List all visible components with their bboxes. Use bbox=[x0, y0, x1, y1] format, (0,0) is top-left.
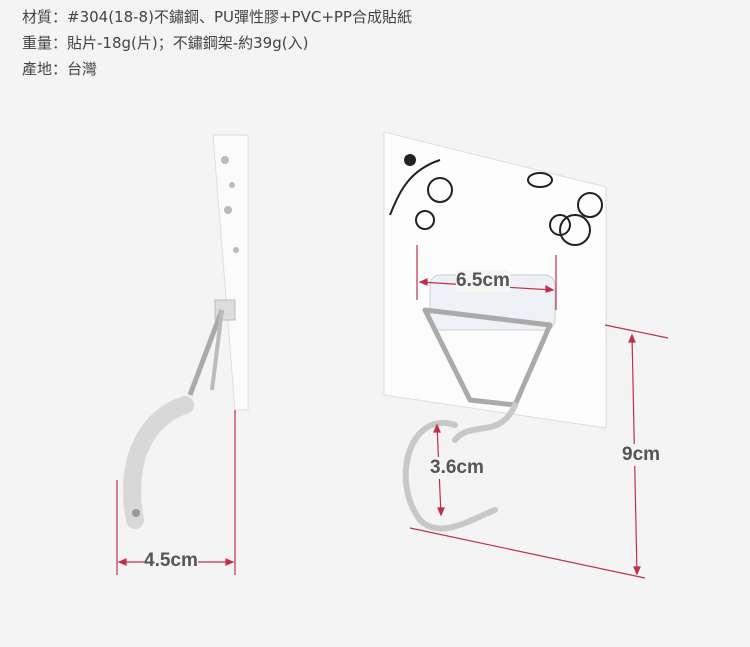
origin-spec: 產地：台灣 bbox=[22, 60, 98, 78]
hook-dimension-label: 3.6cm bbox=[430, 457, 484, 479]
material-spec: 材質：#304(18-8)不鏽鋼、PU彈性膠+PVC+PP合成貼紙 bbox=[22, 8, 412, 26]
weight-spec: 重量：貼片-18g(片)；不鏽鋼架-約39g(入) bbox=[22, 34, 309, 52]
side-view-hook bbox=[123, 134, 249, 529]
height-dimension-label: 9cm bbox=[622, 444, 661, 466]
front-view-hook bbox=[383, 131, 607, 532]
width-dimension-label: 6.5cm bbox=[456, 270, 510, 292]
depth-dimension-label: 4.5cm bbox=[144, 550, 198, 572]
